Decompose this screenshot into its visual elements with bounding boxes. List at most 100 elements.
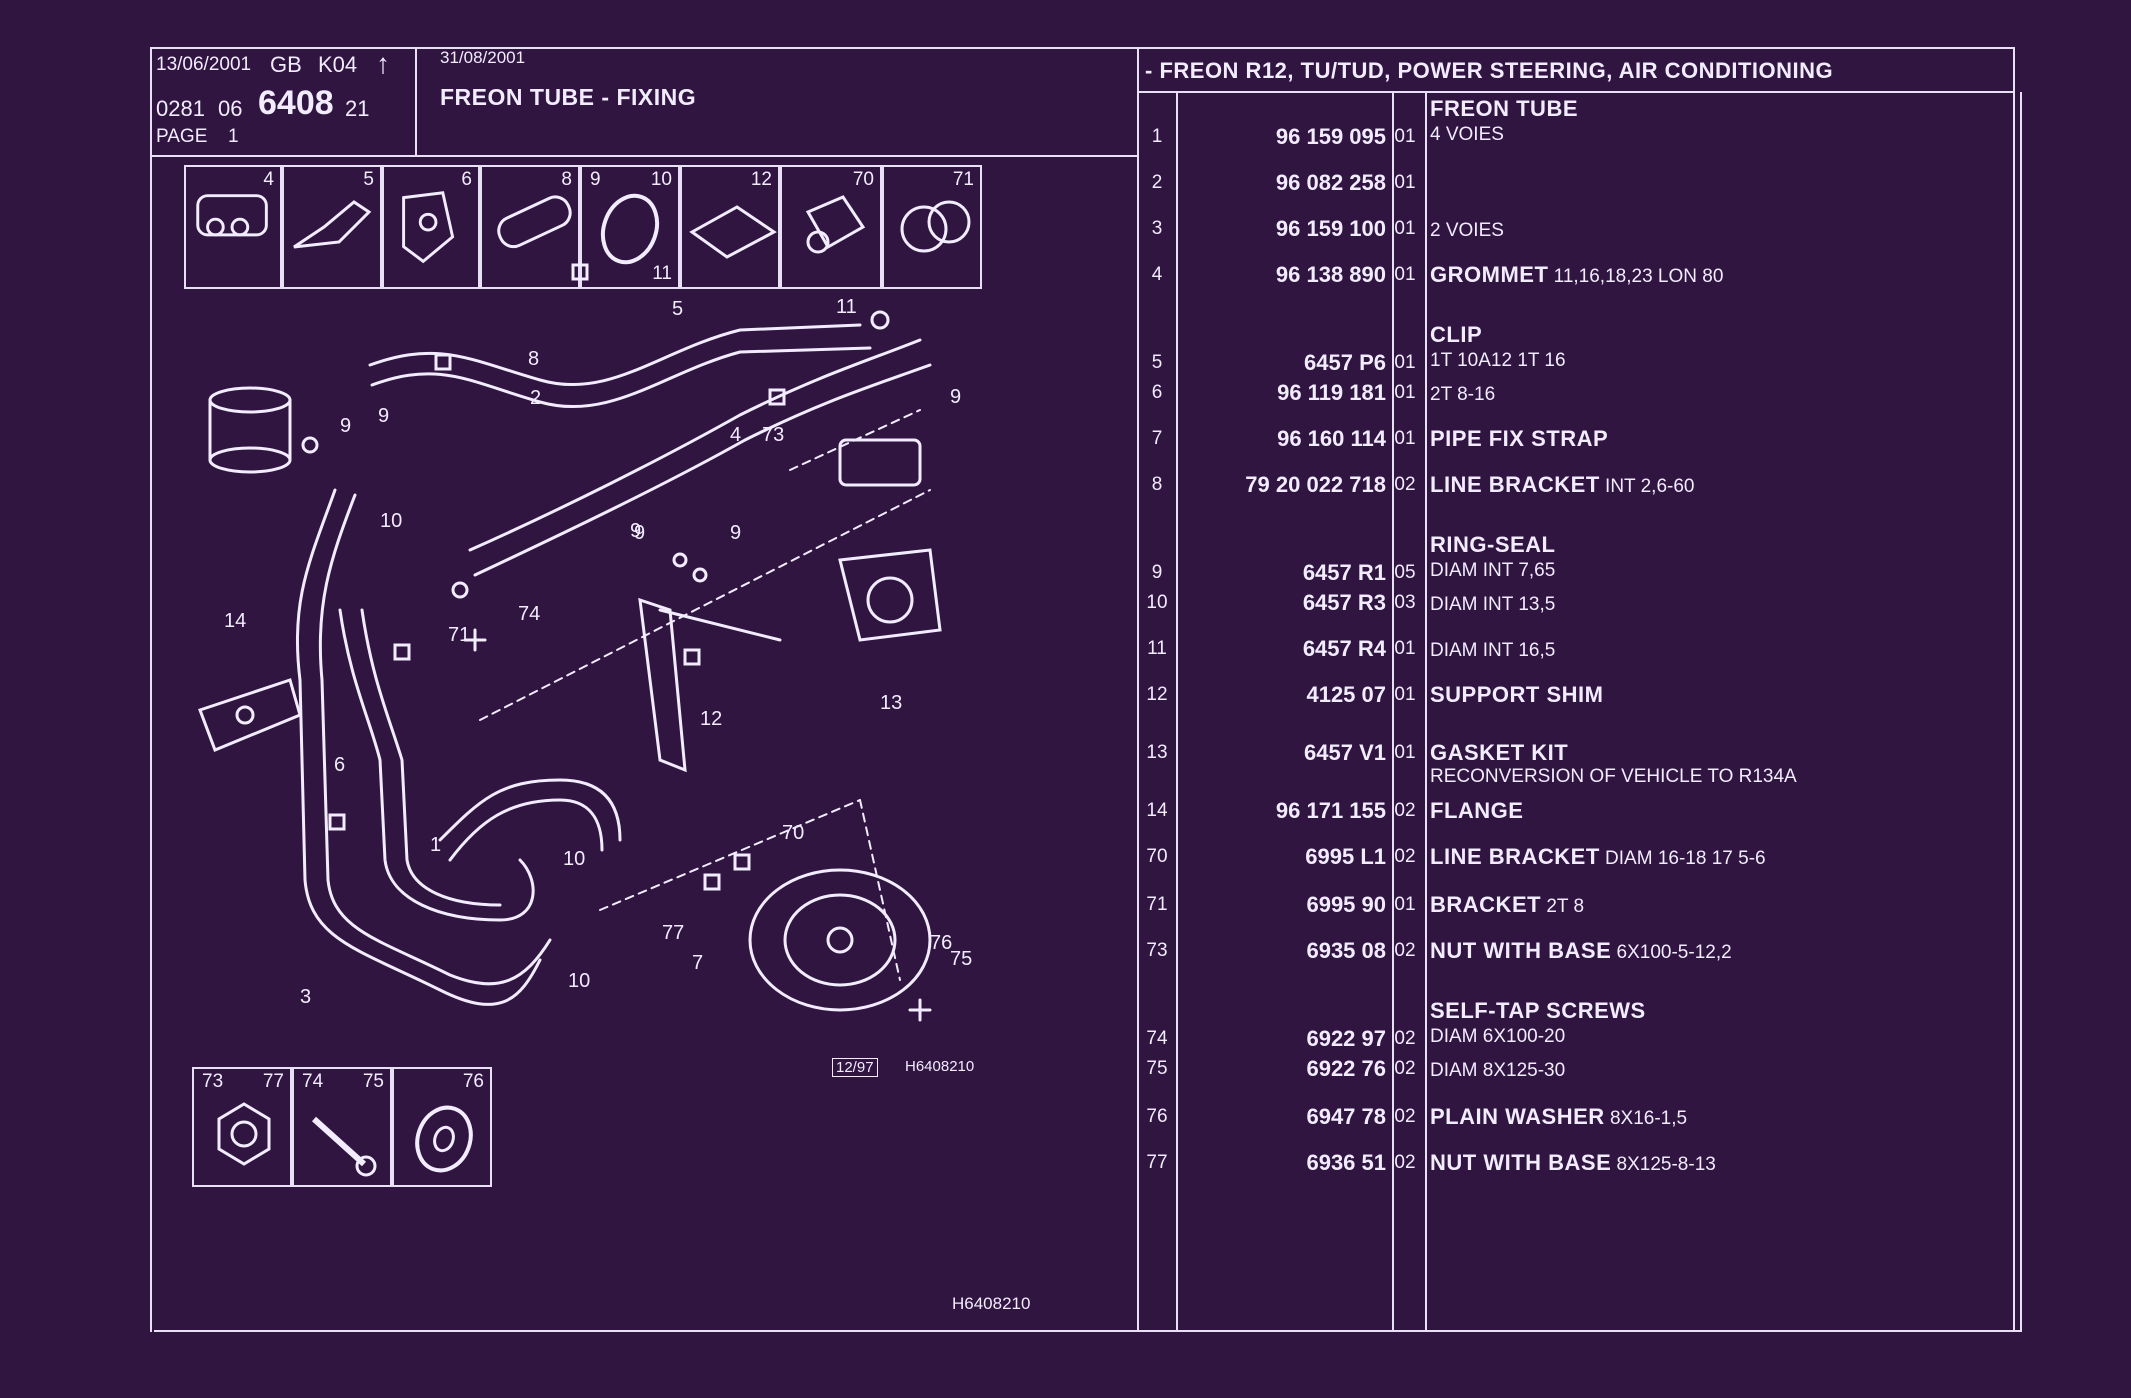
row-name: BRACKET 2T 8 bbox=[1430, 892, 1584, 918]
thumbnail-number: 5 bbox=[363, 169, 374, 190]
row-reference[interactable]: 96 119 181 bbox=[1277, 380, 1386, 405]
thumbnail-number: 70 bbox=[852, 169, 874, 190]
row-reference[interactable]: 6457 R3 bbox=[1302, 590, 1386, 615]
row-index: 11 bbox=[1147, 638, 1167, 659]
self-tap-screw-icon bbox=[311, 1116, 377, 1177]
plain-washer-icon bbox=[415, 1105, 473, 1173]
row-reference[interactable]: 6457 R4 bbox=[1302, 636, 1386, 661]
thumbnail-8: 8 bbox=[480, 165, 580, 289]
callout-label: 71 bbox=[448, 624, 471, 646]
row-reference[interactable]: 6995 90 bbox=[1306, 892, 1386, 917]
row-quantity: 01 bbox=[1394, 218, 1416, 239]
callout-label: 7 bbox=[692, 952, 704, 974]
frame-right-inner bbox=[2020, 92, 2022, 1332]
row-name: 2T 8-16 bbox=[1430, 380, 1495, 406]
callout-label: 74 bbox=[518, 603, 541, 625]
row-index: 10 bbox=[1146, 592, 1168, 613]
callout-label: 2 bbox=[530, 387, 542, 409]
row-reference[interactable]: 6995 L1 bbox=[1305, 844, 1386, 869]
row-index: 73 bbox=[1146, 940, 1168, 961]
row-reference[interactable]: 6935 08 bbox=[1306, 938, 1386, 963]
row-quantity: 01 bbox=[1394, 172, 1416, 193]
row-heading: CLIP bbox=[1430, 322, 1483, 347]
row-quantity: 01 bbox=[1394, 428, 1416, 449]
row-reference[interactable]: 96 138 890 bbox=[1275, 262, 1386, 287]
header-arrow-icon: ↑ bbox=[376, 48, 390, 79]
row-index: 8 bbox=[1151, 474, 1163, 495]
callout-label: 13 bbox=[880, 692, 903, 714]
pipe-fix-strap-icon bbox=[497, 195, 572, 249]
clip-2t-icon bbox=[402, 191, 455, 264]
row-index: 77 bbox=[1146, 1152, 1168, 1173]
table-row: 12 4125 07 01 SUPPORT SHIM bbox=[1140, 682, 2020, 730]
row-name: LINE BRACKET DIAM 16-18 17 5-6 bbox=[1430, 844, 1766, 870]
row-name: NUT WITH BASE 6X100-5-12,2 bbox=[1430, 938, 1732, 964]
thumbnail-number: 73 bbox=[202, 1071, 224, 1092]
row-name: PLAIN WASHER 8X16-1,5 bbox=[1430, 1104, 1687, 1130]
row-index: 12 bbox=[1146, 684, 1168, 705]
thumbnail-4: 4 bbox=[184, 165, 282, 289]
callout-label: 9 bbox=[630, 520, 642, 542]
header-ref-mid: 06 bbox=[218, 96, 243, 121]
callout-label: 5 bbox=[672, 298, 684, 320]
row-name-text: LINE BRACKET bbox=[1430, 472, 1600, 497]
thumbnail-number: 4 bbox=[263, 169, 274, 190]
row-index: 6 bbox=[1151, 382, 1163, 403]
exploded-diagram bbox=[198, 263, 942, 1022]
thumbnail-number: 71 bbox=[952, 169, 974, 190]
row-index: 74 bbox=[1146, 1028, 1168, 1049]
row-quantity: 02 bbox=[1394, 1028, 1416, 1049]
thumbnail-number: 76 bbox=[462, 1071, 484, 1092]
row-reference[interactable]: 96 160 114 bbox=[1277, 426, 1386, 451]
row-name: DIAM INT 13,5 bbox=[1430, 590, 1555, 616]
header-code: K04 bbox=[318, 52, 358, 77]
row-spec: 8X125-8-13 bbox=[1611, 1154, 1716, 1175]
thumbnail-number: 10 bbox=[650, 169, 672, 190]
row-name-text: GROMMET bbox=[1430, 262, 1549, 287]
row-spec: DIAM INT 7,65 bbox=[1430, 560, 1556, 581]
callout-label: 8 bbox=[528, 348, 540, 370]
row-quantity: 01 bbox=[1394, 264, 1416, 285]
ring-seal-icon bbox=[600, 193, 660, 265]
row-reference[interactable]: 6922 76 bbox=[1306, 1056, 1386, 1081]
row-reference[interactable]: 6457 P6 bbox=[1304, 350, 1386, 375]
row-index: 5 bbox=[1151, 352, 1163, 373]
row-index: 76 bbox=[1146, 1106, 1168, 1127]
frame-left bbox=[150, 47, 152, 1332]
callout-label: 14 bbox=[224, 610, 247, 632]
col-divider-ref bbox=[1392, 92, 1394, 1330]
row-reference[interactable]: 79 20 022 718 bbox=[1245, 472, 1386, 497]
callout-label: 9 bbox=[378, 405, 390, 427]
row-reference[interactable]: 96 159 100 bbox=[1275, 216, 1386, 241]
row-reference[interactable]: 96 159 095 bbox=[1275, 124, 1386, 149]
callout-label: 9 bbox=[340, 415, 352, 437]
row-reference[interactable]: 6936 51 bbox=[1306, 1150, 1386, 1175]
row-reference[interactable]: 6922 97 bbox=[1306, 1026, 1386, 1051]
row-reference[interactable]: 96 082 258 bbox=[1275, 170, 1386, 195]
row-reference[interactable]: 6457 V1 bbox=[1304, 740, 1386, 765]
row-quantity: 01 bbox=[1394, 382, 1416, 403]
table-row: 6 96 119 181 01 2T 8-16 bbox=[1140, 380, 2020, 428]
row-name-text: BRACKET bbox=[1430, 892, 1542, 917]
header-ref-main: 6408 bbox=[258, 84, 334, 122]
header-page-num: 1 bbox=[228, 126, 239, 147]
header-left-bottom bbox=[150, 155, 1139, 157]
row-reference[interactable]: 96 171 155 bbox=[1275, 798, 1386, 823]
row-quantity: 01 bbox=[1394, 684, 1416, 705]
row-reference[interactable]: 6457 R1 bbox=[1302, 560, 1386, 585]
row-reference[interactable]: 4125 07 bbox=[1306, 682, 1386, 707]
frame-mid-divider bbox=[1137, 47, 1139, 1332]
row-name-text: SUPPORT SHIM bbox=[1430, 682, 1604, 707]
row-reference[interactable]: 6947 78 bbox=[1306, 1104, 1386, 1129]
callout-label: 75 bbox=[950, 948, 973, 970]
header-ref-prefix: 0281 bbox=[156, 96, 205, 121]
row-name-text: FLANGE bbox=[1430, 798, 1524, 823]
